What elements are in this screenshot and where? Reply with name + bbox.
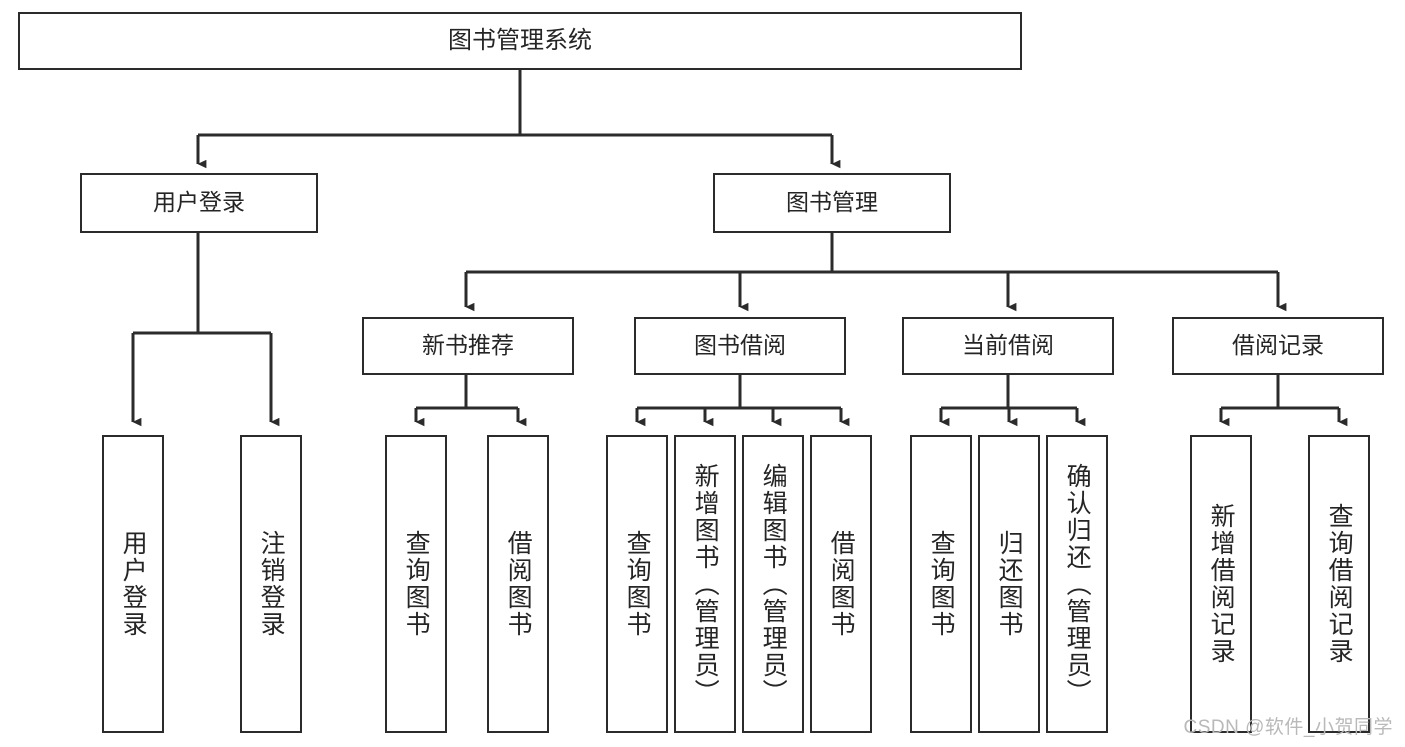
leaf-new-book-borrow[interactable]: 借阅图书 [487, 435, 549, 733]
node-label: 用户登录 [119, 530, 148, 638]
node-current-borrow[interactable]: 当前借阅 [902, 317, 1114, 375]
leaf-book-borrow-borrow[interactable]: 借阅图书 [810, 435, 872, 733]
leaf-user-login-login[interactable]: 用户登录 [102, 435, 164, 733]
node-label: 图书管理系统 [448, 26, 592, 54]
leaf-book-borrow-add[interactable]: 新增图书（管理员） [674, 435, 736, 733]
node-root-system[interactable]: 图书管理系统 [18, 12, 1022, 70]
leaf-current-borrow-confirm-return[interactable]: 确认归还（管理员） [1046, 435, 1108, 733]
node-label: 查询图书 [927, 530, 956, 638]
node-label: 当前借阅 [962, 332, 1054, 359]
leaf-user-login-logout[interactable]: 注销登录 [240, 435, 302, 733]
node-label: 查询图书 [402, 530, 431, 638]
node-label: 编辑图书（管理员） [759, 462, 788, 706]
node-borrow-record[interactable]: 借阅记录 [1172, 317, 1384, 375]
node-book-management[interactable]: 图书管理 [713, 173, 951, 233]
node-label: 新增图书（管理员） [691, 462, 720, 706]
node-label: 查询图书 [623, 530, 652, 638]
leaf-borrow-record-query[interactable]: 查询借阅记录 [1308, 435, 1370, 733]
leaf-borrow-record-add[interactable]: 新增借阅记录 [1190, 435, 1252, 733]
node-user-login[interactable]: 用户登录 [80, 173, 318, 233]
leaf-book-borrow-query[interactable]: 查询图书 [606, 435, 668, 733]
node-label: 图书管理 [786, 189, 878, 216]
node-label: 借阅记录 [1232, 332, 1324, 359]
node-label: 确认归还（管理员） [1063, 462, 1092, 706]
node-label: 新书推荐 [422, 332, 514, 359]
node-label: 查询借阅记录 [1325, 503, 1354, 665]
leaf-book-borrow-edit[interactable]: 编辑图书（管理员） [742, 435, 804, 733]
node-label: 新增借阅记录 [1207, 503, 1236, 665]
leaf-new-book-query[interactable]: 查询图书 [385, 435, 447, 733]
leaf-current-borrow-return[interactable]: 归还图书 [978, 435, 1040, 733]
node-label: 归还图书 [995, 530, 1024, 638]
node-label: 用户登录 [153, 189, 245, 216]
node-book-borrow[interactable]: 图书借阅 [634, 317, 846, 375]
leaf-current-borrow-query[interactable]: 查询图书 [910, 435, 972, 733]
node-label: 图书借阅 [694, 332, 786, 359]
node-label: 借阅图书 [827, 530, 856, 638]
node-label: 注销登录 [257, 530, 286, 638]
node-label: 借阅图书 [504, 530, 533, 638]
node-new-book-recommend[interactable]: 新书推荐 [362, 317, 574, 375]
